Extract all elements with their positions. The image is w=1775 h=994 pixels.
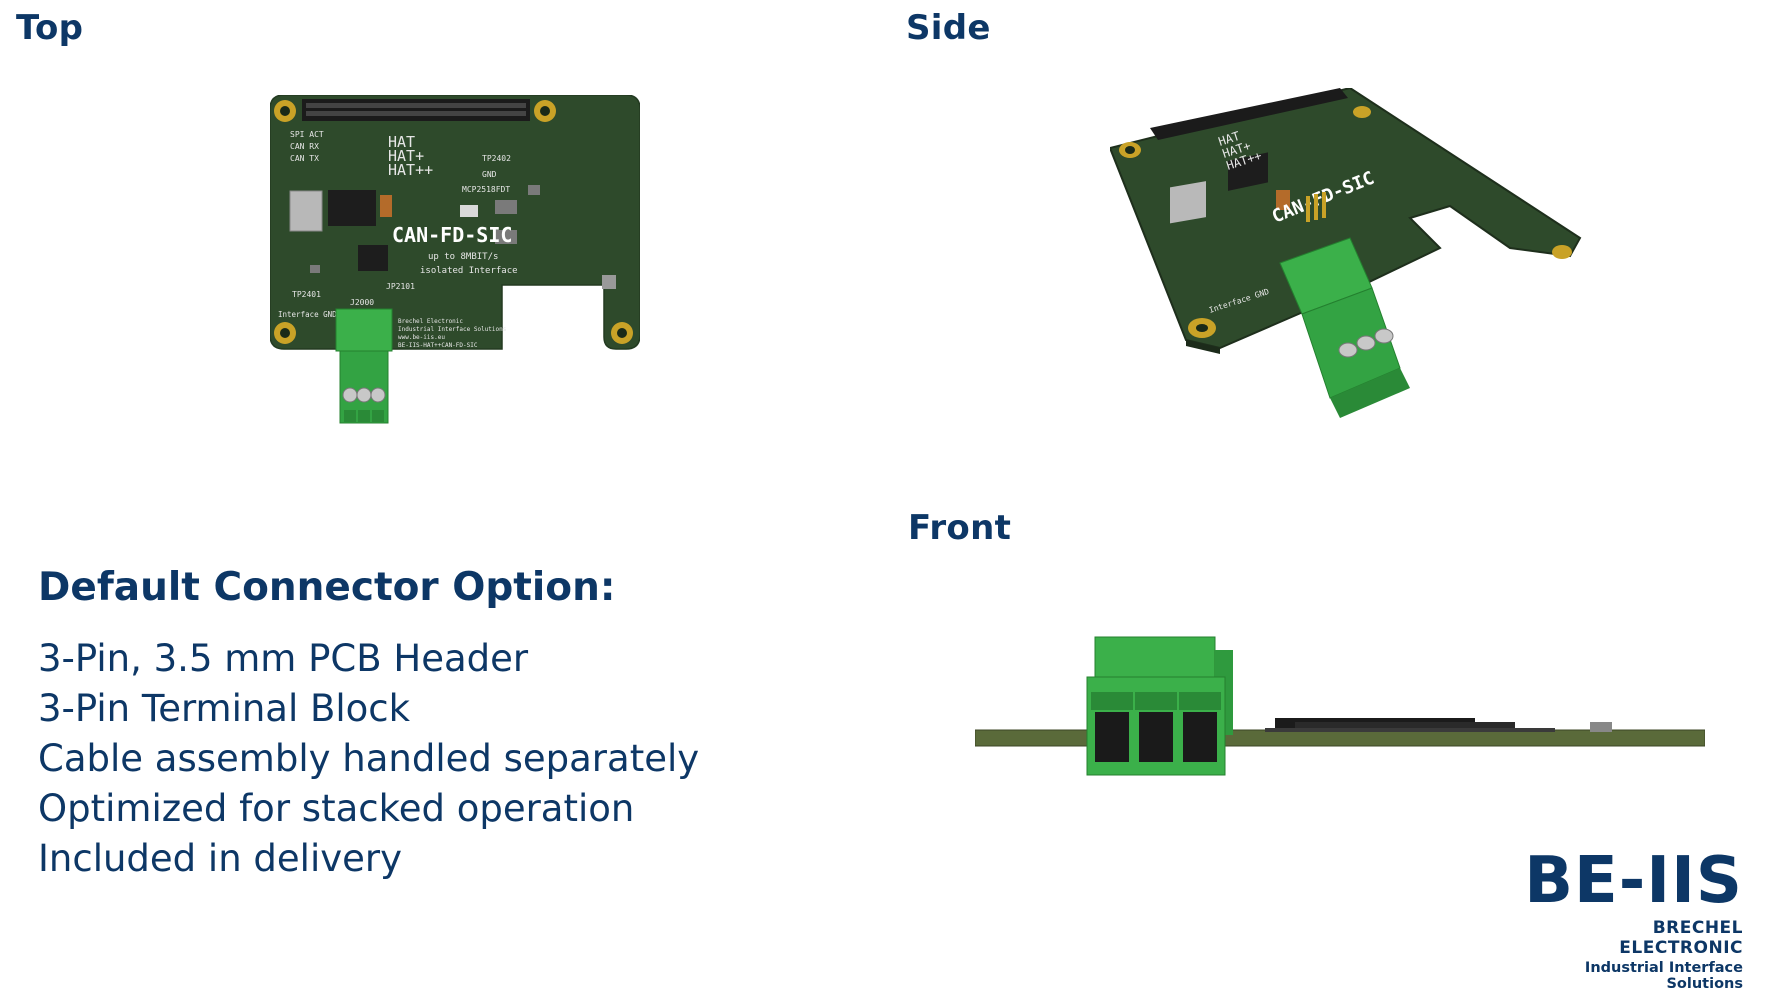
terminal-block <box>335 308 393 424</box>
silk-line-4: BE-IIS-HAT++CAN-FD-SIC <box>398 342 478 349</box>
connector-option-section: Default Connector Option: 3-Pin, 3.5 mm … <box>38 565 798 884</box>
feature-list: 3-Pin, 3.5 mm PCB Header 3-Pin Terminal … <box>38 634 798 884</box>
logo-tagline: Industrial Interface Solutions <box>1584 960 1743 992</box>
silk-jumper: JP2101 <box>386 282 415 291</box>
front-view-render <box>975 630 1705 790</box>
feature-item: Cable assembly handled separately <box>38 737 700 780</box>
silk-line-1: Brechel Electronic <box>398 318 463 325</box>
silk-board-name: CAN-FD-SIC <box>392 223 512 247</box>
led-rx-label: CAN RX <box>290 142 319 151</box>
top-view-render: SPI ACT CAN RX CAN TX HAT HAT+ HAT++ TP2… <box>270 95 640 500</box>
silk-line-2: Industrial Interface Solutions <box>398 326 507 333</box>
connector-option-title: Default Connector Option: <box>38 565 616 610</box>
silk-chip: MCP2518FDT <box>462 185 510 194</box>
silk-line-3: www.be-iis.eu <box>398 334 445 341</box>
feature-item: Optimized for stacked operation <box>38 787 635 830</box>
silk-tp-iface: TP2401 <box>292 290 321 299</box>
side-view-heading: Side <box>906 8 991 48</box>
front-view-heading: Front <box>908 508 1012 548</box>
pcb-top-image: SPI ACT CAN RX CAN TX HAT HAT+ HAT++ TP2… <box>270 95 640 424</box>
side-terminal-block <box>1279 237 1410 418</box>
led-spi-label: SPI ACT <box>290 130 324 139</box>
feature-item: 3-Pin Terminal Block <box>38 687 411 730</box>
silk-hat-1: HAT <box>388 133 415 151</box>
silk-gnd: GND <box>482 170 497 179</box>
logo-mark: BE-IIS <box>1524 844 1743 918</box>
silk-connector-ref: J2000 <box>350 298 374 307</box>
silk-tp-gnd: TP2402 <box>482 154 511 163</box>
silk-hat-2: HAT+ <box>388 147 424 165</box>
silk-speed: up to 8MBIT/s <box>428 252 498 262</box>
front-terminal-block <box>1086 636 1233 776</box>
feature-item: 3-Pin, 3.5 mm PCB Header <box>38 637 529 680</box>
pcb-side-image: HAT HAT+ HAT++ CAN-FD-SIC Interface GND <box>1110 88 1582 418</box>
pcb-front-image <box>975 636 1705 776</box>
feature-item: Included in delivery <box>38 837 403 880</box>
silk-hat-3: HAT++ <box>388 161 433 179</box>
top-view-heading: Top <box>16 8 84 48</box>
side-silk-hat-1: HAT <box>1217 129 1242 149</box>
silk-interface: isolated Interface <box>420 266 518 276</box>
company-logo: BE-IIS BRECHEL ELECTRONIC Industrial Int… <box>1523 844 1743 992</box>
silk-iface-gnd: Interface GND <box>278 310 337 319</box>
side-view-render: HAT HAT+ HAT++ CAN-FD-SIC Interface GND <box>1110 88 1590 483</box>
logo-company-name: BRECHEL ELECTRONIC <box>1619 918 1743 958</box>
led-tx-label: CAN TX <box>290 154 319 163</box>
